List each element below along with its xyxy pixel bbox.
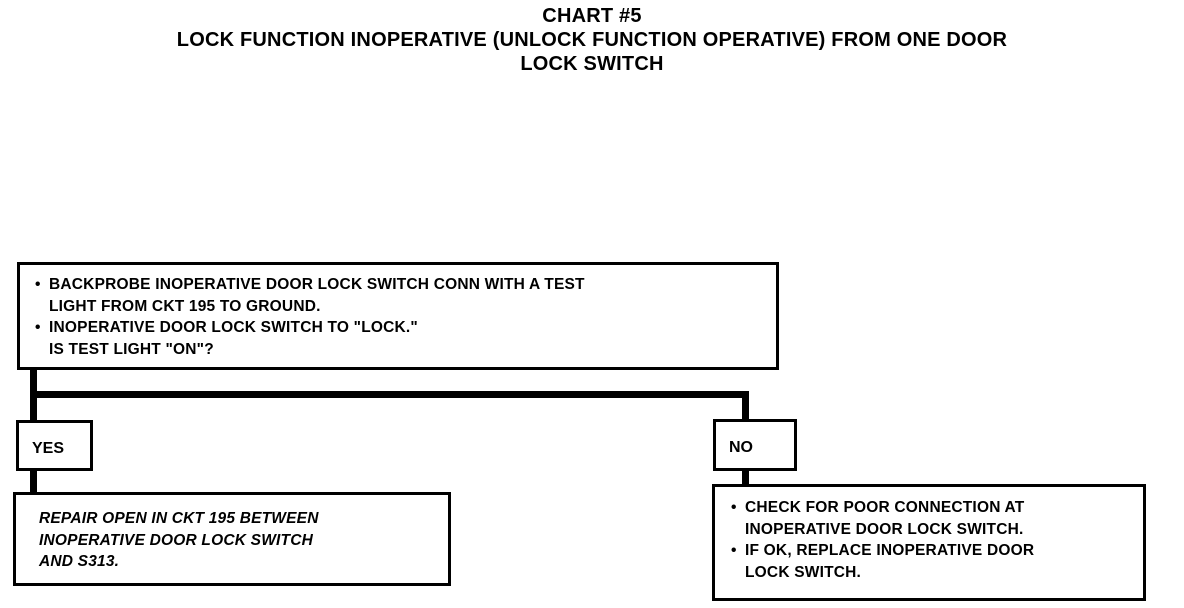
connector-decision-to-branch — [30, 368, 37, 398]
branch-box-yes: YES — [16, 420, 93, 471]
chart-title-line-3: LOCK SWITCH — [520, 53, 664, 75]
connector-branch-to-no — [742, 391, 749, 421]
result-no-bullet-2-line-1: IF OK, REPLACE INOPERATIVE DOOR — [731, 540, 1143, 562]
result-box-yes: REPAIR OPEN IN CKT 195 BETWEEN INOPERATI… — [13, 492, 451, 586]
connector-yes-to-result — [30, 469, 37, 494]
decision-box: BACKPROBE INOPERATIVE DOOR LOCK SWITCH C… — [17, 262, 779, 370]
decision-bullet-2-line-1: INOPERATIVE DOOR LOCK SWITCH TO "LOCK." — [35, 317, 776, 339]
result-no-bullet-1-line-1: CHECK FOR POOR CONNECTION AT — [731, 497, 1143, 519]
decision-bullet-2-line-2: IS TEST LIGHT "ON"? — [49, 340, 214, 358]
connector-branch-horizontal — [30, 391, 749, 398]
result-yes-content: REPAIR OPEN IN CKT 195 BETWEEN INOPERATI… — [16, 495, 448, 573]
chart-title-line-1: CHART #5 — [542, 5, 642, 27]
branch-label-yes: YES — [32, 440, 65, 457]
connector-branch-to-yes — [30, 391, 37, 422]
branch-box-no: NO — [713, 419, 797, 471]
result-no-bullet-1-line-2: INOPERATIVE DOOR LOCK SWITCH. — [745, 520, 1024, 538]
result-yes-line-3: AND S313. — [39, 553, 120, 570]
result-no-bullet-2-line-2: LOCK SWITCH. — [745, 563, 862, 581]
decision-bullet-1-line-2: LIGHT FROM CKT 195 TO GROUND. — [49, 297, 321, 315]
result-no-content: CHECK FOR POOR CONNECTION AT INOPERATIVE… — [715, 487, 1143, 583]
chart-title: CHART #5 LOCK FUNCTION INOPERATIVE (UNLO… — [0, 4, 1184, 76]
result-yes-line-1: REPAIR OPEN IN CKT 195 BETWEEN — [39, 510, 319, 527]
result-yes-line-2: INOPERATIVE DOOR LOCK SWITCH — [39, 531, 313, 549]
connector-no-to-result — [742, 469, 749, 486]
decision-bullet-1-line-1: BACKPROBE INOPERATIVE DOOR LOCK SWITCH C… — [35, 274, 776, 296]
chart-title-line-2: LOCK FUNCTION INOPERATIVE (UNLOCK FUNCTI… — [176, 29, 1008, 51]
result-box-no: CHECK FOR POOR CONNECTION AT INOPERATIVE… — [712, 484, 1146, 601]
branch-label-no: NO — [729, 439, 753, 456]
decision-box-content: BACKPROBE INOPERATIVE DOOR LOCK SWITCH C… — [20, 265, 776, 360]
